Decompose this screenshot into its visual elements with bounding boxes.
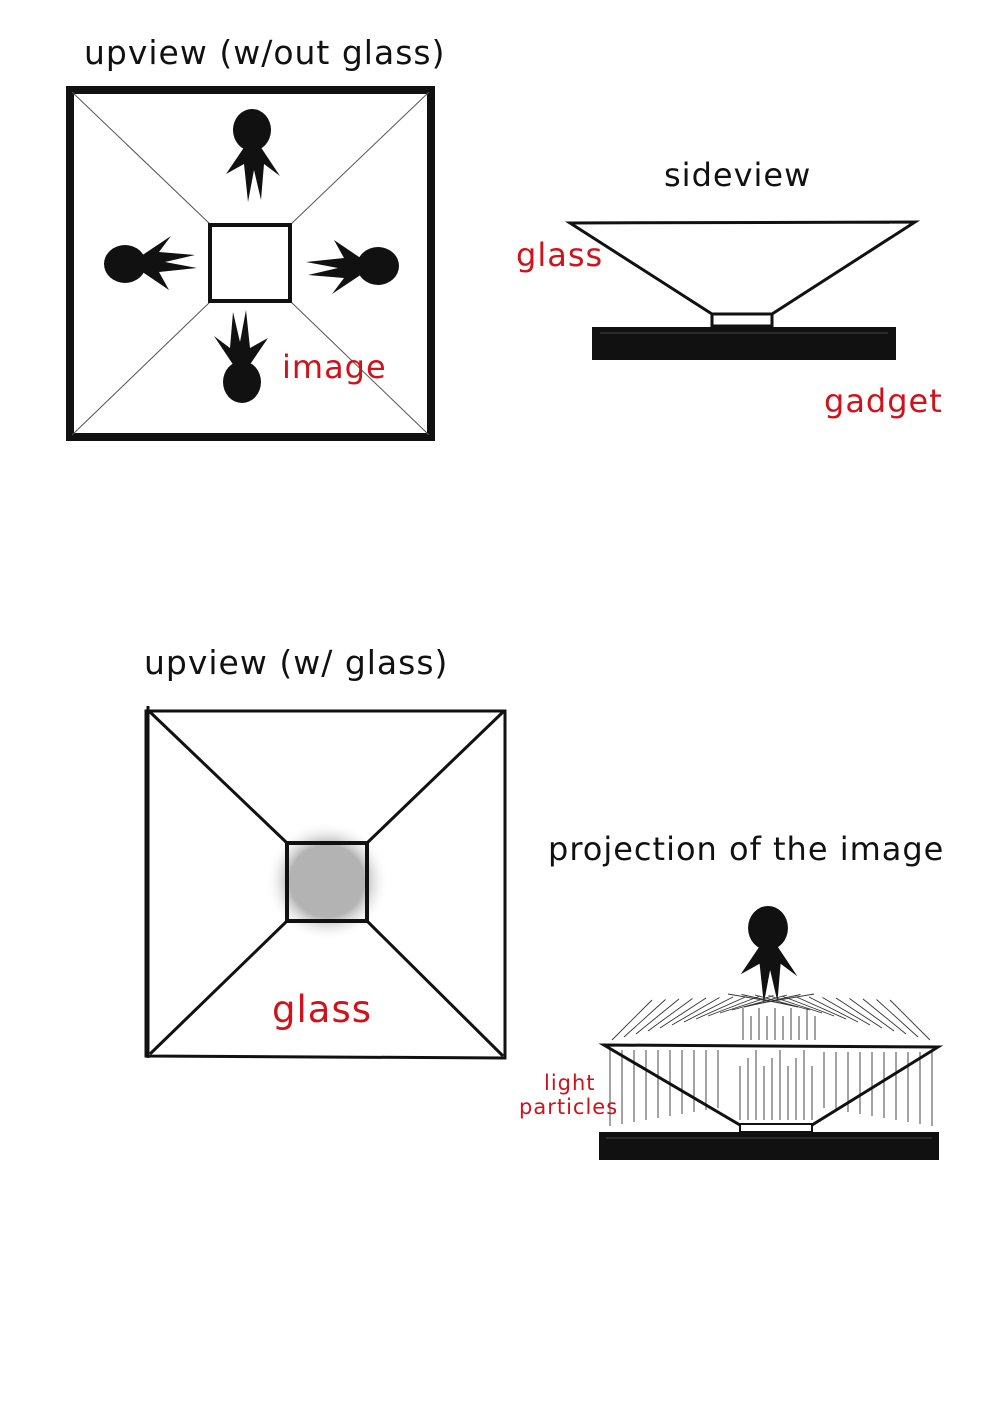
light-ray — [795, 996, 847, 1020]
projection-image-slot — [739, 1123, 813, 1133]
light-ray — [768, 995, 823, 1014]
light-ray — [754, 994, 811, 1011]
glass-center-square — [285, 841, 369, 923]
projection-gadget-bar — [599, 1132, 939, 1160]
light-ray — [876, 999, 919, 1038]
glass-edge-line — [365, 919, 505, 1058]
glass-pyramid-side — [564, 220, 921, 316]
light-ray — [623, 999, 666, 1038]
light-ray — [862, 998, 907, 1035]
light-ray — [647, 998, 693, 1032]
panel-projection: projection of the image light particles — [519, 830, 944, 1160]
image-slot — [710, 312, 774, 328]
glass-outer-square — [144, 706, 507, 1060]
light-ray — [781, 995, 835, 1017]
diagonal-line — [71, 300, 212, 436]
light-ray — [719, 995, 774, 1014]
outer-square — [66, 86, 435, 441]
glass-edge-line — [148, 710, 289, 845]
figure-icon-top — [226, 109, 280, 202]
glass-edge-line — [148, 919, 289, 1056]
sideview-glass-label: glass — [516, 236, 603, 274]
panel-sideview: sideview glass gadget — [516, 156, 943, 420]
center-square — [208, 223, 292, 303]
light-particles-label-line2: particles — [519, 1095, 618, 1119]
light-ray — [683, 996, 734, 1023]
sideview-title: sideview — [664, 156, 811, 194]
light-ray — [611, 999, 653, 1041]
panel-upview-without-glass: upview (w/out glass) image — [66, 33, 445, 441]
glass-edge-line — [365, 710, 505, 845]
diagonal-line — [289, 91, 430, 226]
projection-title: projection of the image — [548, 830, 944, 868]
light-ray — [659, 997, 707, 1029]
image-label: image — [282, 348, 387, 386]
upview-with-glass-title: upview (w/ glass) — [144, 643, 448, 682]
light-ray — [755, 993, 815, 1005]
center-glow — [265, 821, 389, 941]
light-ray — [808, 996, 859, 1023]
projection-glass-pyramid — [598, 1043, 944, 1127]
upview-without-glass-title: upview (w/out glass) — [84, 33, 445, 72]
light-ray — [727, 993, 787, 1005]
light-ray — [695, 996, 747, 1020]
gadget-bar — [592, 327, 896, 360]
light-ray — [707, 995, 761, 1017]
upview-glass-label: glass — [272, 988, 372, 1031]
diagonal-line — [289, 300, 430, 436]
light-ray — [822, 997, 871, 1026]
diagonal-line — [71, 91, 212, 226]
projected-figure-icon — [740, 905, 798, 1004]
light-particles-rays — [609, 993, 933, 1126]
light-ray — [731, 994, 788, 1011]
light-ray — [635, 998, 680, 1035]
gadget-label: gadget — [824, 382, 943, 420]
light-ray — [849, 998, 895, 1032]
figure-icon-bottom — [214, 310, 268, 403]
panel-upview-with-glass: upview (w/ glass) glass — [144, 643, 507, 1060]
figure-icon-right — [306, 240, 399, 294]
light-ray — [889, 999, 931, 1041]
figure-icon-left — [104, 236, 197, 290]
light-ray — [835, 997, 883, 1029]
light-particles-label-line1: light — [544, 1071, 596, 1095]
light-ray — [671, 997, 720, 1026]
